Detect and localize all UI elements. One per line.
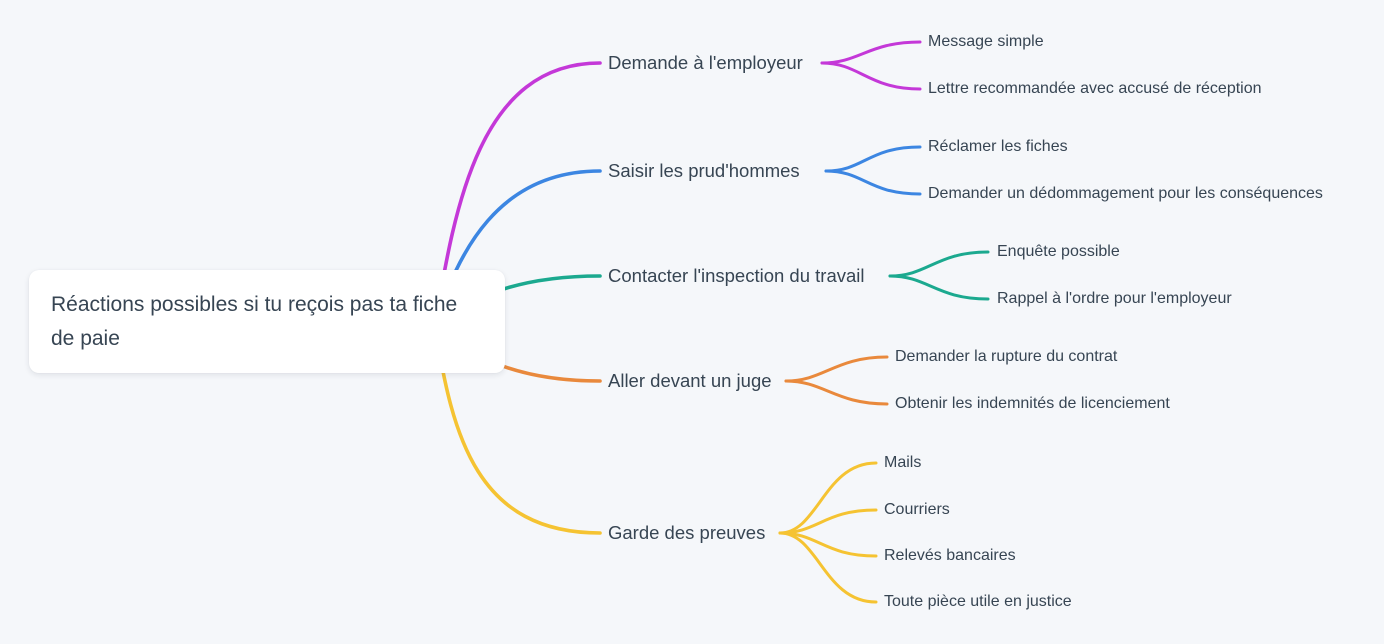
child-node-reclamer-fiches[interactable]: Réclamer les fiches (928, 138, 1068, 155)
child-node-rappel-ordre[interactable]: Rappel à l'ordre pour l'employeur (997, 290, 1232, 307)
branch-node-contacter-inspection[interactable]: Contacter l'inspection du travail (608, 265, 865, 286)
branch-node-aller-juge[interactable]: Aller devant un juge (608, 370, 772, 391)
child-node-lettre-recommandee[interactable]: Lettre recommandée avec accusé de récept… (928, 80, 1262, 97)
link-preuves-to-toute-piece (778, 531, 878, 604)
link-saisir-to-dedommagement (824, 169, 922, 196)
branch-node-garde-preuves[interactable]: Garde des preuves (608, 522, 766, 543)
child-node-enquete-possible[interactable]: Enquête possible (997, 243, 1120, 260)
branch-node-demande-employeur[interactable]: Demande à l'employeur (608, 52, 803, 73)
branch-node-saisir-prudhommes[interactable]: Saisir les prud'hommes (608, 160, 800, 181)
child-node-mails[interactable]: Mails (884, 454, 922, 471)
link-demande-to-lettre-recommandee (820, 61, 922, 91)
link-inspection-to-enquete (888, 250, 990, 278)
child-node-demander-rupture[interactable]: Demander la rupture du contrat (895, 348, 1118, 365)
link-demande-to-message-simple (820, 40, 922, 65)
root-node[interactable]: Réactions possibles si tu reçois pas ta … (29, 270, 505, 373)
child-node-releves-bancaires[interactable]: Relevés bancaires (884, 547, 1016, 564)
link-saisir-to-reclamer-fiches (824, 145, 922, 173)
link-inspection-to-rappel-ordre (888, 274, 990, 301)
child-node-obtenir-indemnites[interactable]: Obtenir les indemnités de licenciement (895, 395, 1170, 412)
child-node-demander-dedommagement[interactable]: Demander un dédommagement pour les consé… (928, 185, 1323, 202)
child-node-message-simple[interactable]: Message simple (928, 33, 1044, 50)
child-node-toute-piece[interactable]: Toute pièce utile en justice (884, 593, 1072, 610)
link-juge-to-indemnites (784, 379, 889, 406)
link-juge-to-rupture-contrat (784, 355, 889, 383)
link-preuves-to-mails (778, 461, 878, 535)
child-node-courriers[interactable]: Courriers (884, 501, 950, 518)
